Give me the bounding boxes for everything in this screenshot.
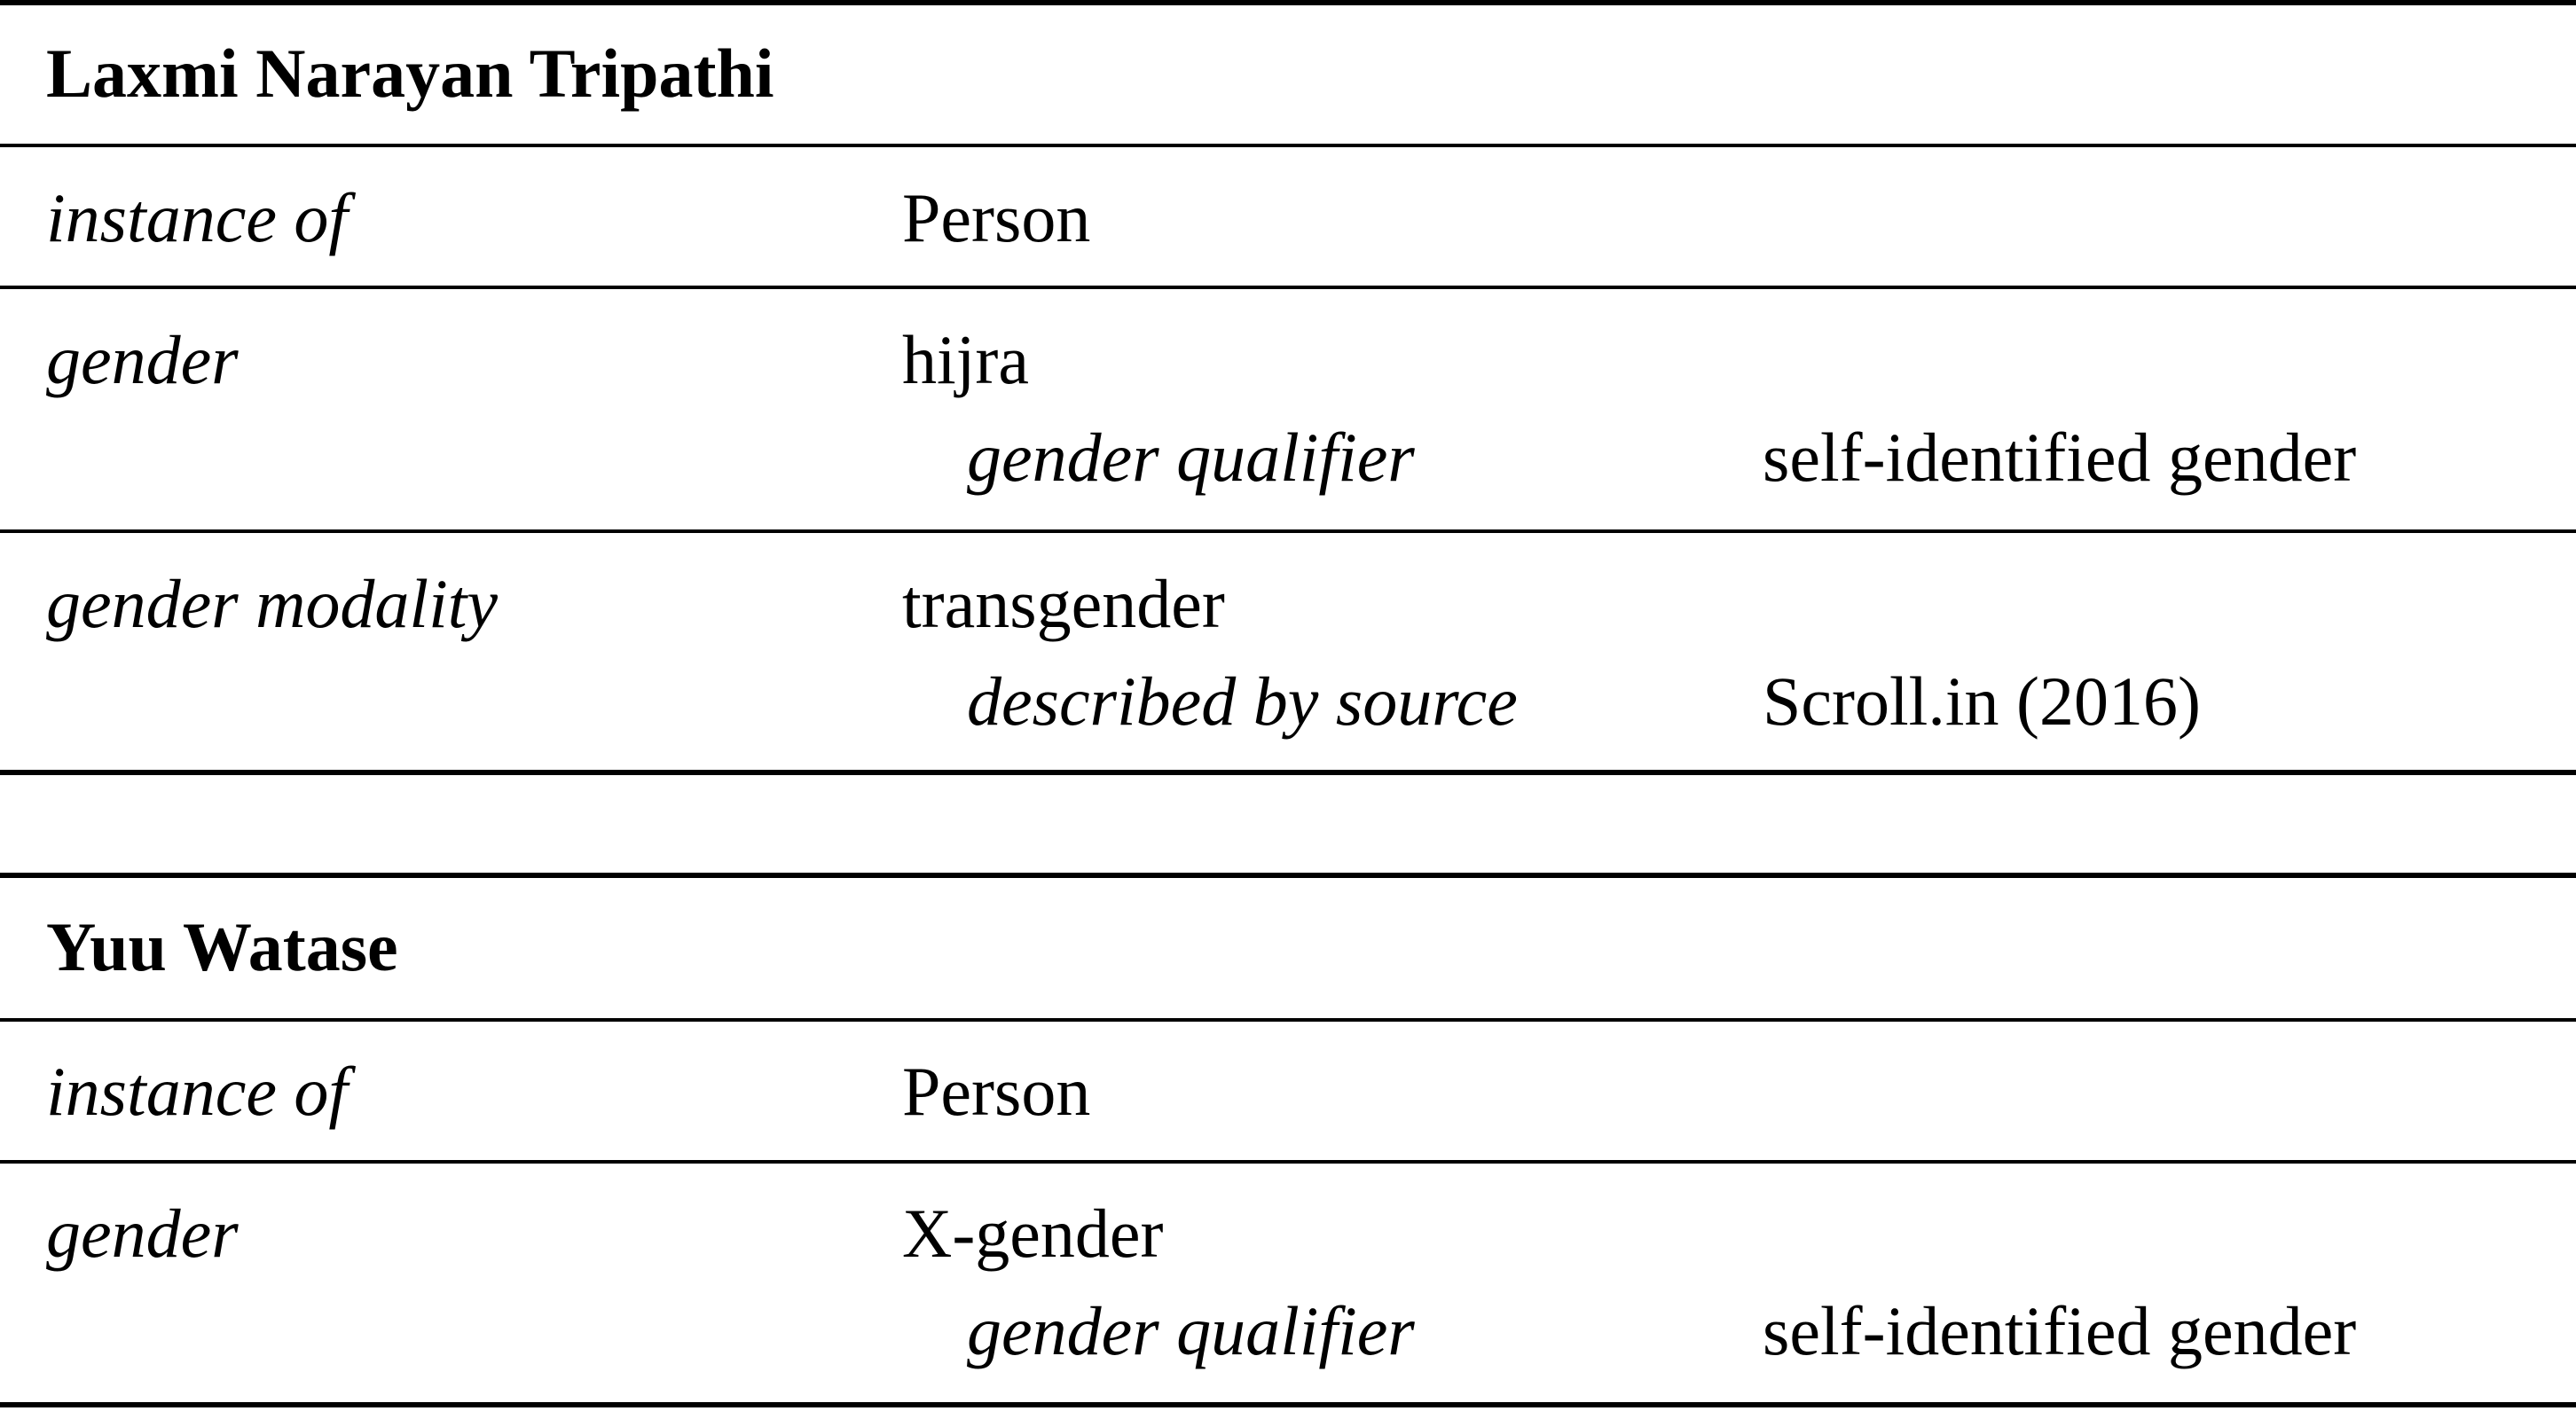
row-divider: [0, 1160, 2576, 1164]
qualifier-value: Scroll.in (2016): [1763, 662, 2201, 740]
bottom-rule: [0, 770, 2576, 775]
qualifier-value: self-identified gender: [1763, 1292, 2357, 1369]
row-divider: [0, 529, 2576, 533]
entity-title: Laxmi Narayan Tripathi: [46, 35, 774, 112]
entity-title: Yuu Watase: [46, 908, 398, 985]
qualifier-label: gender qualifier: [967, 419, 1415, 496]
top-rule: [0, 0, 2576, 5]
qualifier-label: described by source: [967, 662, 1518, 740]
property-value: hijra: [902, 321, 1029, 398]
bottom-rule: [0, 1402, 2576, 1407]
top-rule: [0, 873, 2576, 878]
qualifier-label: gender qualifier: [967, 1292, 1415, 1369]
qualifier-value: self-identified gender: [1763, 419, 2357, 496]
row-divider: [0, 286, 2576, 289]
property-value: Person: [902, 1053, 1091, 1130]
row-divider: [0, 144, 2576, 147]
property-label: instance of: [46, 179, 349, 256]
property-value: X-gender: [902, 1195, 1164, 1272]
property-label: gender: [46, 1195, 239, 1272]
property-value: transgender: [902, 565, 1225, 642]
property-label: gender: [46, 321, 239, 398]
property-label: gender modality: [46, 565, 499, 642]
property-value: Person: [902, 179, 1091, 256]
property-label: instance of: [46, 1053, 349, 1130]
row-divider: [0, 1018, 2576, 1022]
